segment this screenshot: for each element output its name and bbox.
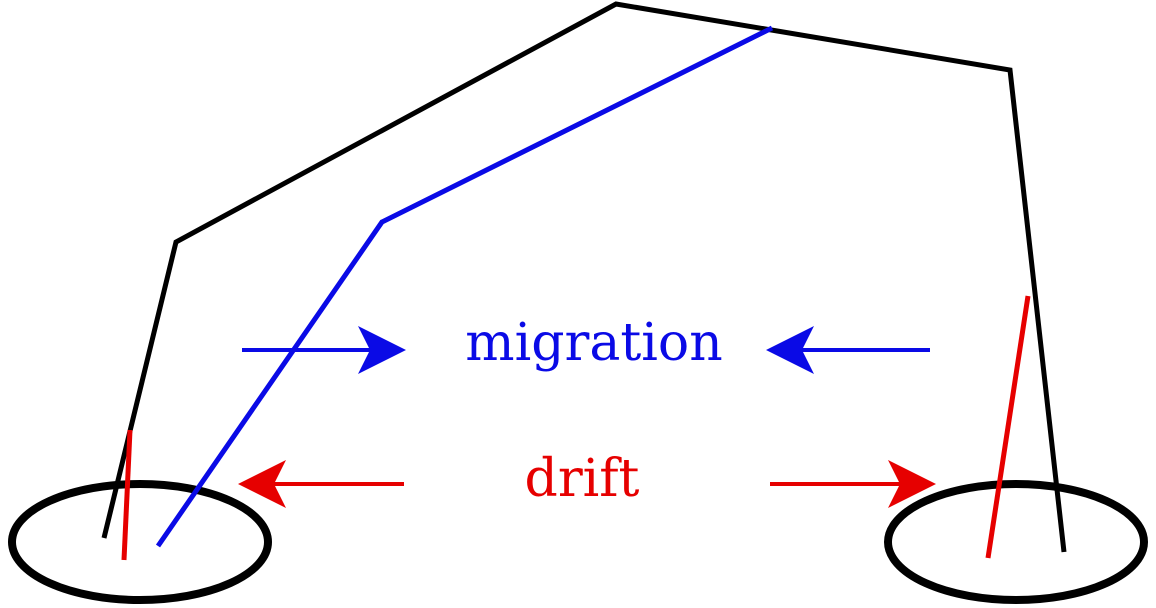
- left-population-ring: [8, 480, 272, 604]
- right-drift-line: [985, 295, 1031, 559]
- migration-path: [155, 25, 774, 548]
- migration-label: migration: [465, 313, 722, 373]
- drift-label: drift: [525, 449, 640, 509]
- right-population-ring: [884, 480, 1148, 604]
- left-drift-line: [121, 429, 133, 561]
- ancestral-tree-path: [101, 1, 1067, 553]
